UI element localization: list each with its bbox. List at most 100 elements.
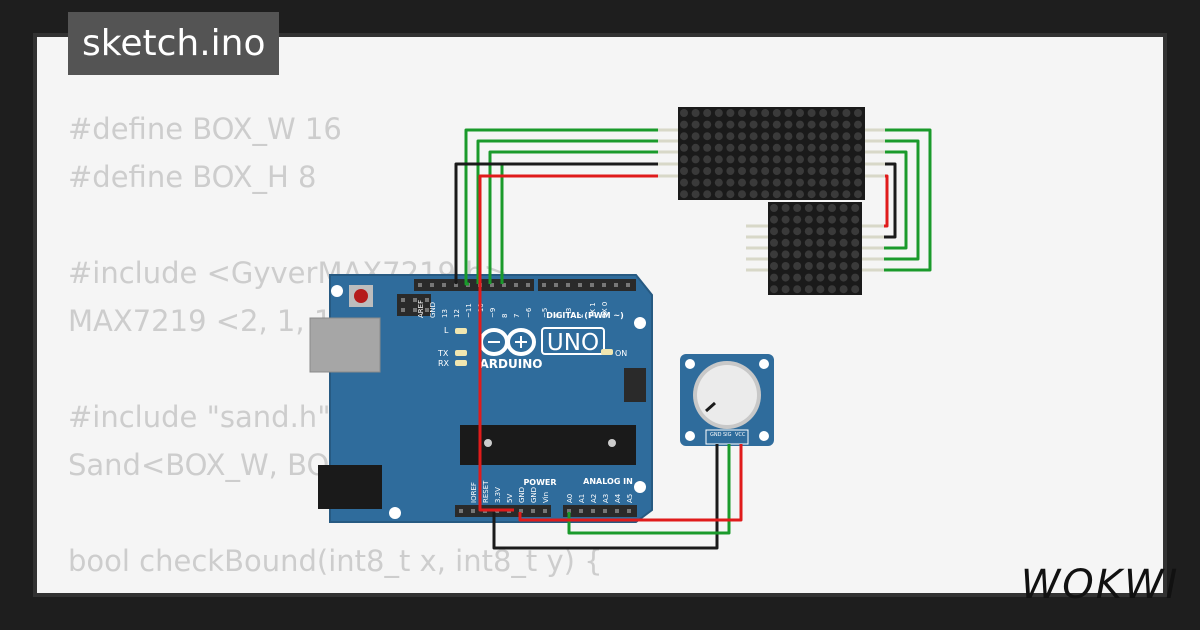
matrix-led bbox=[738, 120, 746, 129]
matrix-led bbox=[828, 204, 836, 212]
matrix-led bbox=[749, 109, 758, 117]
matrix-led bbox=[714, 132, 723, 141]
matrix-led bbox=[784, 190, 793, 199]
matrix-led bbox=[816, 238, 825, 247]
header-pin bbox=[579, 509, 583, 513]
wokwi-logo[interactable]: WOKWI bbox=[1013, 560, 1188, 610]
matrix-led bbox=[819, 178, 828, 187]
matrix-led bbox=[772, 132, 781, 141]
header-pin bbox=[418, 283, 422, 287]
matrix-led bbox=[784, 167, 793, 175]
matrix-led bbox=[703, 167, 712, 175]
matrix-led bbox=[726, 190, 735, 199]
header-pin bbox=[425, 308, 429, 312]
matrix-led bbox=[691, 143, 700, 152]
matrix-led bbox=[804, 285, 813, 294]
matrix-led bbox=[703, 132, 712, 141]
matrix-led bbox=[703, 178, 712, 187]
matrix-led bbox=[703, 190, 712, 199]
knob-indicator bbox=[705, 401, 716, 413]
matrix-led bbox=[796, 120, 804, 129]
header-pin bbox=[425, 298, 429, 302]
header-pin bbox=[401, 298, 405, 302]
file-tab[interactable]: sketch.ino bbox=[68, 12, 280, 75]
wire-red-5v bbox=[478, 174, 658, 512]
matrix-led bbox=[839, 238, 848, 247]
matrix-led bbox=[761, 190, 770, 199]
matrix-led bbox=[828, 250, 836, 259]
header-pin bbox=[603, 509, 607, 513]
matrix-led bbox=[749, 190, 758, 199]
matrix-led bbox=[804, 273, 813, 282]
matrix-led bbox=[714, 190, 723, 199]
matrix-led bbox=[749, 155, 758, 164]
reset-button[interactable] bbox=[354, 289, 368, 303]
arduino-uno-board[interactable]: UNO ARDUINO DIGITAL (PWM ~) POWER ANALOG… bbox=[309, 274, 653, 523]
led-l-label: L bbox=[444, 326, 449, 335]
matrix-led bbox=[851, 215, 860, 224]
matrix-led bbox=[819, 155, 828, 164]
led-matrix-2[interactable] bbox=[746, 202, 884, 295]
header-pin bbox=[526, 283, 530, 287]
joystick-module[interactable]: GND SIG VCC bbox=[680, 354, 774, 446]
matrix-led bbox=[761, 109, 770, 117]
matrix-led bbox=[703, 155, 712, 164]
matrix-led bbox=[807, 155, 816, 164]
matrix-led bbox=[839, 262, 848, 270]
header-pin bbox=[554, 283, 558, 287]
matrix-led bbox=[749, 143, 758, 152]
matrix-led bbox=[738, 190, 746, 199]
board-brand-label: ARDUINO bbox=[480, 357, 543, 371]
pin-label: IOREF bbox=[470, 482, 478, 503]
matrix-led bbox=[738, 155, 746, 164]
matrix-led bbox=[839, 204, 848, 212]
matrix-led bbox=[804, 215, 813, 224]
pin-label: 3.3V bbox=[494, 487, 502, 503]
matrix-led bbox=[854, 143, 862, 152]
matrix-led bbox=[772, 120, 781, 129]
wire-joy-gnd bbox=[492, 444, 719, 550]
joystick-pin-vcc: VCC bbox=[735, 432, 746, 438]
matrix-led bbox=[816, 215, 825, 224]
matrix-led bbox=[781, 204, 790, 212]
joystick-pin-sig: SIG bbox=[723, 432, 732, 438]
matrix-led bbox=[816, 204, 825, 212]
pin-label: TX 1 bbox=[589, 302, 597, 319]
matrix-led bbox=[680, 109, 688, 117]
header-pin bbox=[626, 283, 630, 287]
code-line: #define BOX_W 16 bbox=[68, 112, 342, 146]
pin-label: A4 bbox=[614, 493, 622, 503]
matrix-led bbox=[851, 227, 860, 236]
matrix-led bbox=[793, 273, 802, 282]
matrix-led bbox=[804, 227, 813, 236]
matrix-led bbox=[726, 178, 735, 187]
icsp-header bbox=[397, 294, 431, 316]
led-matrix-1[interactable] bbox=[658, 107, 885, 200]
matrix-led bbox=[738, 109, 746, 117]
matrix-led bbox=[819, 143, 828, 152]
matrix-led bbox=[749, 167, 758, 175]
wire-joy-vcc bbox=[518, 444, 743, 522]
wire-green-2 bbox=[476, 139, 658, 284]
header-pin bbox=[519, 509, 523, 513]
matrix-led bbox=[680, 155, 688, 164]
matrix-led bbox=[714, 178, 723, 187]
matrix-led bbox=[761, 132, 770, 141]
matrix-led bbox=[842, 120, 851, 129]
matrix-led bbox=[793, 285, 802, 294]
matrix-led bbox=[851, 273, 860, 282]
matrix-led bbox=[784, 120, 793, 129]
matrix-led bbox=[761, 167, 770, 175]
matrix-led bbox=[839, 215, 848, 224]
header-pin bbox=[590, 283, 594, 287]
pin-label: GND bbox=[429, 302, 437, 318]
matrix-led bbox=[816, 262, 825, 270]
matrix-led bbox=[772, 143, 781, 152]
matrix-led bbox=[714, 143, 723, 152]
matrix-led bbox=[819, 120, 828, 129]
matrix-led bbox=[680, 120, 688, 129]
header-pin bbox=[602, 283, 606, 287]
matrix-led bbox=[770, 285, 778, 294]
matrix-led bbox=[691, 109, 700, 117]
matrix-led bbox=[714, 109, 723, 117]
